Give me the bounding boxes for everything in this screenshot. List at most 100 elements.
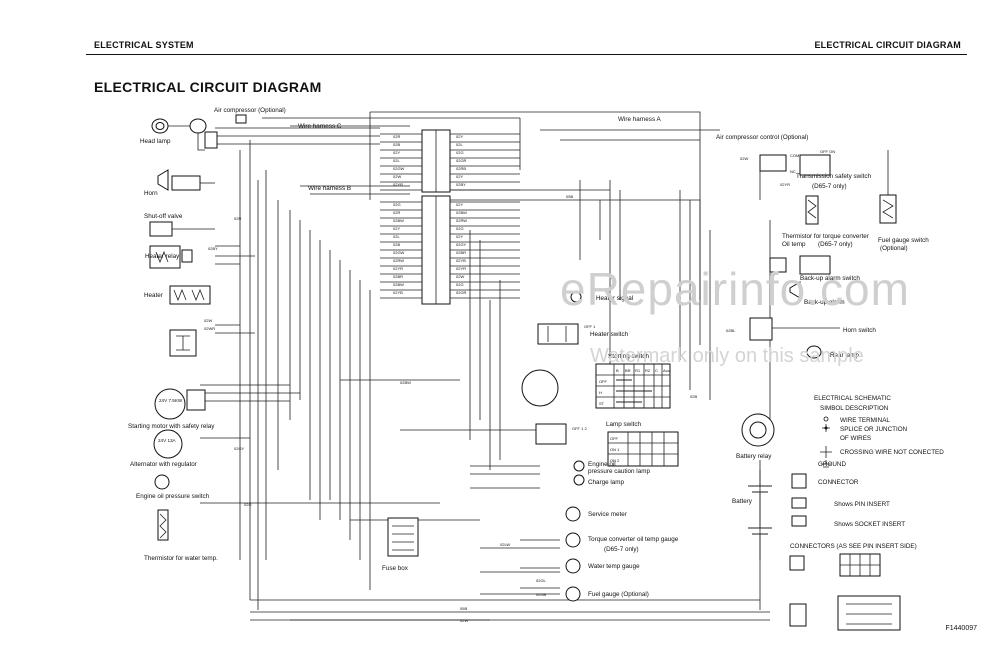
- thermistor-water: Thermistor for water temp.: [144, 509, 218, 562]
- torque-gauge-label: Torque converter oil temp gauge: [588, 536, 679, 543]
- thermistor-torque: Thermistor for torque converter Oil temp…: [782, 195, 869, 248]
- header-right: ELECTRICAL CIRCUIT DIAGRAM: [814, 40, 961, 50]
- head-lamp: Head lamp: [140, 118, 218, 151]
- fuel-gauge-switch-label: Fuel gauge switch: [878, 237, 929, 244]
- ss-header: Acc: [663, 368, 670, 373]
- fuel-gauge: Fuel gauge (Optional): [565, 586, 649, 602]
- relay-box: [169, 329, 197, 357]
- horn-switch: Horn switch: [749, 317, 876, 341]
- wire-code: 02W: [740, 156, 748, 161]
- lamp-switch-label: Lamp switch: [606, 421, 641, 428]
- shutoff-valve: Shut-off valve: [144, 213, 215, 237]
- ss-row: ST: [599, 401, 605, 406]
- wire-code: 02BW: [400, 380, 411, 385]
- wire-code: 02R: [234, 216, 241, 221]
- heater-switch-label: Heater switch: [590, 331, 629, 338]
- optional-label: (Optional): [880, 245, 908, 252]
- wire-code: 02Y: [456, 202, 463, 207]
- alternator: 24V 13A Alternator with regulator: [130, 429, 197, 468]
- legend-item: OF WIRES: [840, 435, 871, 442]
- legend-item: CONNECTOR: [818, 479, 859, 486]
- heater-relay-label: Heater relay: [145, 253, 180, 260]
- heater-signal: Heater signal: [570, 291, 633, 303]
- wire-code: 02YB: [393, 290, 403, 295]
- wire-code: 02R: [393, 134, 400, 139]
- header-rule: [86, 54, 967, 55]
- fuel-gauge-switch: Fuel gauge switch (Optional): [878, 150, 929, 252]
- watermark: eRepairinfo.com: [560, 263, 910, 315]
- engine-oil-caution-lamp: Engine oil pressure caution lamp: [573, 460, 650, 475]
- torque-gauge: Torque converter oil temp gauge (D65-7 o…: [565, 532, 679, 553]
- figure-code: F1440097: [945, 625, 977, 632]
- wire-code: 02L: [393, 234, 400, 239]
- wire-code: 02GR: [456, 158, 467, 163]
- wire-code: 02BR: [393, 274, 403, 279]
- wire-code: 02GY: [456, 242, 467, 247]
- air-compressor-label: Air compressor (Optional): [214, 107, 286, 114]
- wire-code: 02YR: [780, 182, 790, 187]
- wire-code: 02G: [244, 502, 252, 507]
- back-up-alarm-label: Back-up alarm: [804, 299, 845, 306]
- wire-code: 02RW: [393, 258, 404, 263]
- wire-code: 02G: [456, 282, 464, 287]
- horn-label: Horn: [144, 190, 158, 197]
- engine-oil-caution-label: Engine oil: [588, 461, 616, 468]
- wire-code: 02BY: [456, 182, 466, 187]
- engine-oil-caution-label-2: pressure caution lamp: [588, 468, 650, 475]
- com-label: COM: [790, 153, 799, 158]
- water-temp-gauge-label: Water temp gauge: [588, 563, 640, 570]
- shutoff-valve-label: Shut-off valve: [144, 213, 183, 220]
- vertical-bundle: [239, 140, 771, 610]
- ls-row: ON 2: [610, 458, 620, 463]
- legend-item: GROUND: [818, 461, 846, 468]
- wire-harness-a-label: Wire harness A: [618, 116, 661, 123]
- wire-code: 02GR: [456, 290, 467, 295]
- charge-lamp-label: Charge lamp: [588, 479, 625, 486]
- wire-harness-b-label: Wire harness B: [308, 185, 351, 192]
- wire-code: 02W: [456, 274, 464, 279]
- starting-switch-label: Starting switch: [608, 353, 649, 360]
- ss-header: B: [616, 368, 619, 373]
- wire-code: 02B: [393, 242, 400, 247]
- wire-code: 02Y: [456, 234, 463, 239]
- wire-code: 02G: [456, 150, 464, 155]
- ss-header: C: [655, 368, 658, 373]
- wire-code: 02YR: [456, 266, 466, 271]
- legend-title-2: SIMBOL DESCRIPTION: [820, 405, 889, 412]
- symbol-legend: ELECTRICAL SCHEMATIC SIMBOL DESCRIPTION …: [789, 395, 944, 631]
- service-meter-label: Service meter: [588, 511, 627, 518]
- d65-only-label: (D65-7 only): [812, 183, 847, 190]
- legend-item: Shows SOCKET INSERT: [834, 521, 905, 528]
- wire-code: 02W: [204, 318, 212, 323]
- legend-title-1: ELECTRICAL SCHEMATIC: [814, 395, 891, 402]
- oil-temp-label: Oil temp: [782, 241, 806, 248]
- ls-row: OFF: [610, 436, 619, 441]
- air-compressor: Air compressor (Optional): [214, 107, 286, 124]
- lamp-switch: OFF 1 2 Lamp switch OFF ON 1 ON 2: [535, 421, 679, 467]
- wire-code: 02R: [393, 210, 400, 215]
- wire-code: 02B: [690, 394, 697, 399]
- thermistor-torque-label: Thermistor for torque converter: [782, 233, 869, 240]
- starting-motor-label: Starting motor with safety relay: [128, 423, 215, 430]
- starting-motor-rating: 24V 7.5KW: [159, 398, 183, 403]
- wire-code: 02BW: [456, 210, 467, 215]
- battery-relay-label: Battery relay: [736, 453, 772, 460]
- horn-switch-label: Horn switch: [843, 327, 876, 334]
- lamp-switch-states: OFF 1 2: [572, 426, 587, 431]
- legend-item: WIRE TERMINAL: [840, 417, 890, 424]
- rear-lamp: Rear lamp: [806, 345, 860, 359]
- ss-header: BR: [625, 368, 631, 373]
- wire-code: 02BW: [393, 218, 404, 223]
- wire-code: 05B: [566, 194, 573, 199]
- ss-header: R2: [645, 368, 651, 373]
- wire-code: 02RB: [456, 166, 466, 171]
- back-up-alarm-switch: Back-up alarm switch Back-up alarm: [769, 255, 860, 306]
- wire-code: 02B: [393, 142, 400, 147]
- engine-oil-pressure-switch: Engine oil pressure switch: [136, 474, 210, 500]
- legend-item: CROSSING WIRE NOT CONECTED: [840, 449, 944, 456]
- header-left: ELECTRICAL SYSTEM: [94, 40, 194, 50]
- horn: Horn: [144, 169, 215, 197]
- wire-code: 02GW: [393, 250, 405, 255]
- thermistor-water-label: Thermistor for water temp.: [144, 555, 218, 562]
